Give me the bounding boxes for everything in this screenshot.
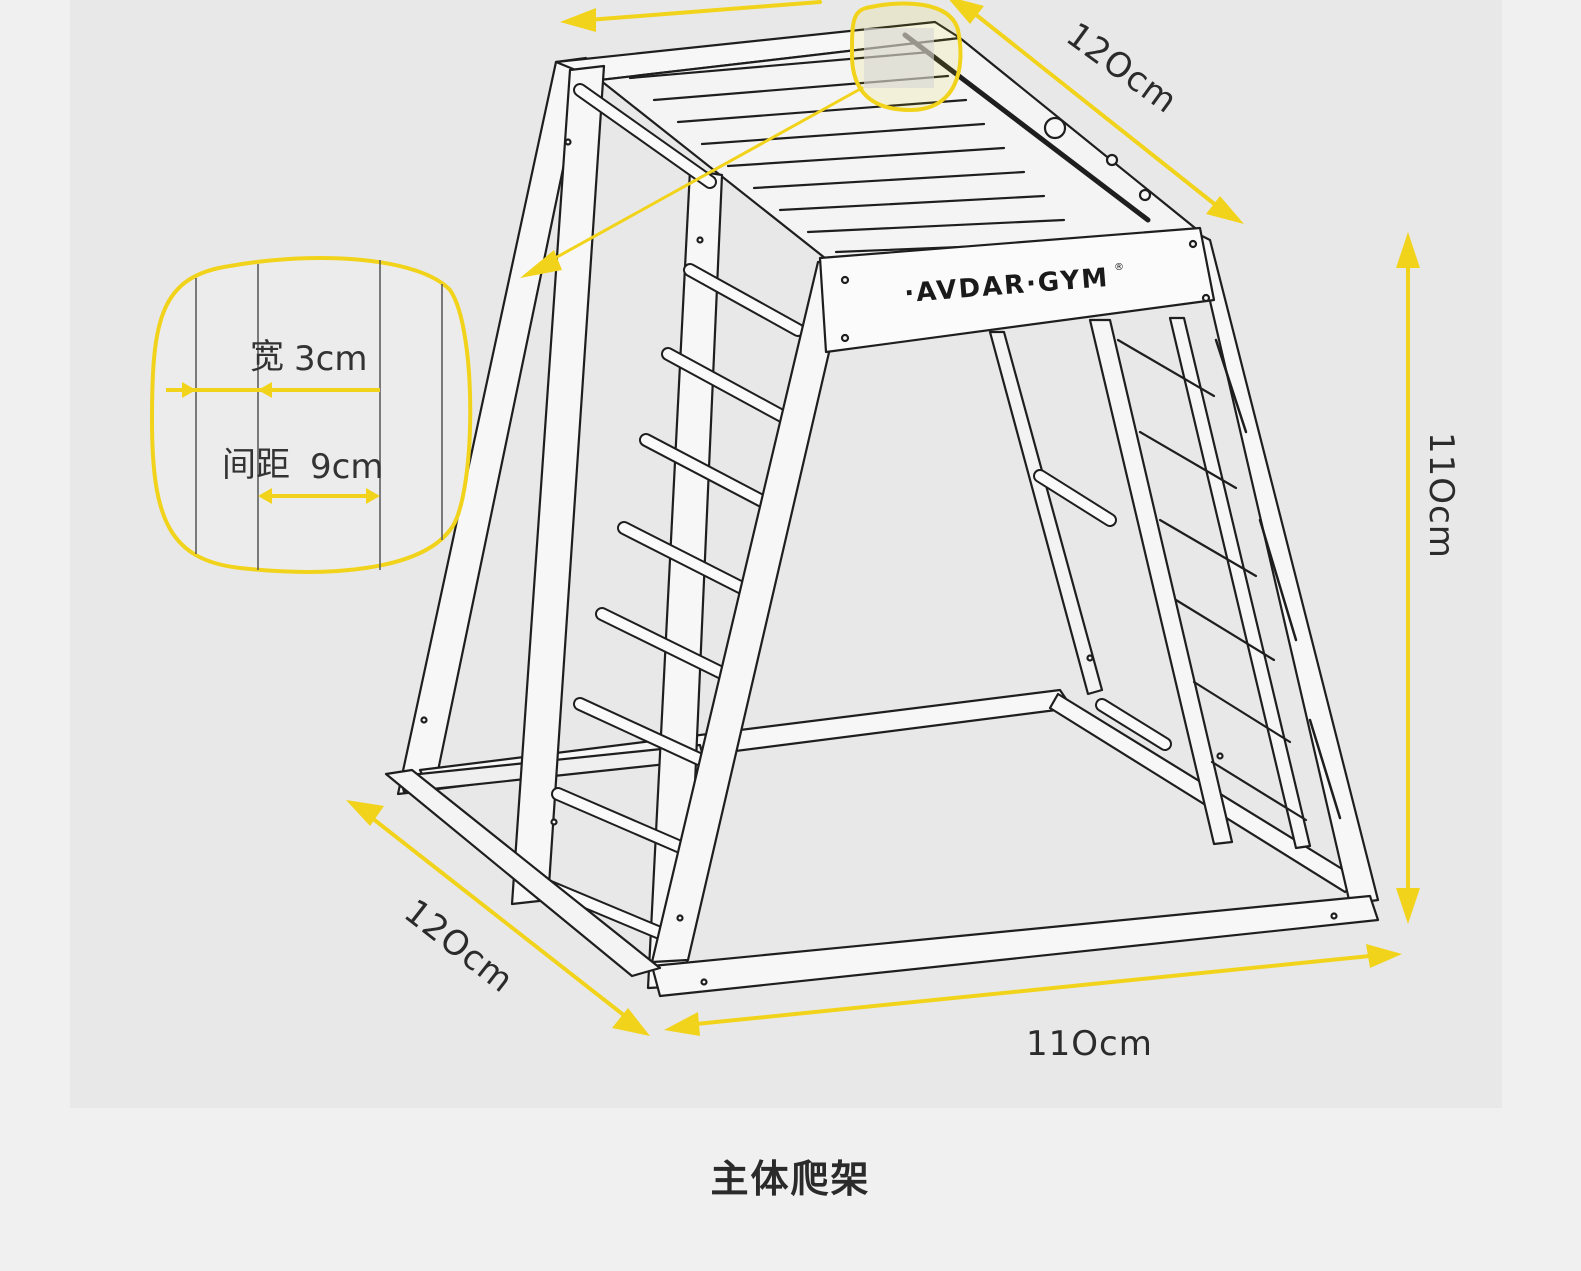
product-caption: 主体爬架 bbox=[710, 1157, 871, 1201]
dimension-arrows bbox=[346, 0, 1420, 1036]
top-rungs bbox=[628, 50, 1086, 254]
brand-registered-mark: ® bbox=[1114, 262, 1124, 273]
climbing-frame-illustration bbox=[384, 20, 1380, 998]
spacing-value: 9cm bbox=[310, 447, 383, 487]
grip-handles bbox=[1214, 338, 1342, 820]
rope-rungs bbox=[1116, 338, 1308, 822]
top-depth-label: 12Ocm bbox=[1059, 15, 1185, 122]
sign-board bbox=[818, 226, 1216, 354]
detail-callout: 宽 3cm 间距 9cm bbox=[149, 256, 473, 574]
width-value: 3cm bbox=[294, 339, 367, 379]
bottom-width-label: 11Ocm bbox=[1026, 1024, 1153, 1064]
bottom-depth-label: 12Ocm bbox=[396, 892, 521, 1002]
spacing-label: 间距 bbox=[222, 445, 290, 485]
height-label: 11Ocm bbox=[1421, 432, 1461, 559]
width-label: 宽 bbox=[250, 337, 284, 377]
ladder-rungs bbox=[531, 83, 805, 945]
